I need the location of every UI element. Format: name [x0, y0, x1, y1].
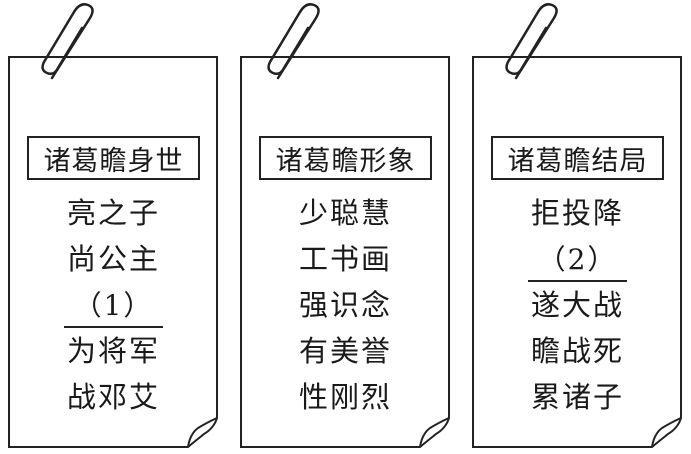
card-line: 亮之子	[66, 196, 160, 230]
blank-underline	[528, 280, 627, 282]
card-line: 为将军	[66, 334, 160, 368]
card-background: 诸葛瞻身世 亮之子 尚公主 （1） 为将军 战邓艾	[8, 3, 219, 448]
card-lines: 少聪慧 工书画 强识念 有美誉 性刚烈	[240, 190, 451, 420]
card-line: 拒投降	[530, 196, 624, 230]
card-background: 诸葛瞻结局 拒投降 （2） 遂大战 瞻战死 累诸子	[472, 3, 683, 448]
card-title: 诸葛瞻形象	[259, 136, 432, 180]
card-line: 强识念	[298, 288, 392, 322]
paperclip-icon	[41, 3, 94, 80]
paperclip-icon	[505, 3, 558, 80]
card-lines: 拒投降 （2） 遂大战 瞻战死 累诸子	[472, 190, 683, 420]
blank-label: （2）	[537, 243, 618, 276]
blank-label: （1）	[73, 289, 154, 322]
card-line: 有美誉	[298, 334, 392, 368]
card-line: 少聪慧	[298, 196, 392, 230]
card-title: 诸葛瞻身世	[27, 136, 200, 180]
card-line: 工书画	[298, 242, 392, 276]
paperclip-icon	[267, 3, 320, 80]
card-line: 累诸子	[530, 380, 624, 414]
card-lines: 亮之子 尚公主 （1） 为将军 战邓艾	[8, 190, 219, 420]
card-line: 瞻战死	[530, 334, 624, 368]
card-line: 遂大战	[530, 288, 624, 322]
blank-underline	[64, 326, 163, 328]
card-background: 诸葛瞻形象 少聪慧 工书画 强识念 有美誉 性刚烈	[240, 3, 451, 448]
blank-slot-1: （1）	[8, 282, 219, 328]
card-line: 战邓艾	[66, 380, 160, 414]
card-line: 尚公主	[66, 242, 160, 276]
blank-slot-2: （2）	[472, 236, 683, 282]
card-line: 性刚烈	[298, 380, 392, 414]
card-title: 诸葛瞻结局	[491, 136, 664, 180]
